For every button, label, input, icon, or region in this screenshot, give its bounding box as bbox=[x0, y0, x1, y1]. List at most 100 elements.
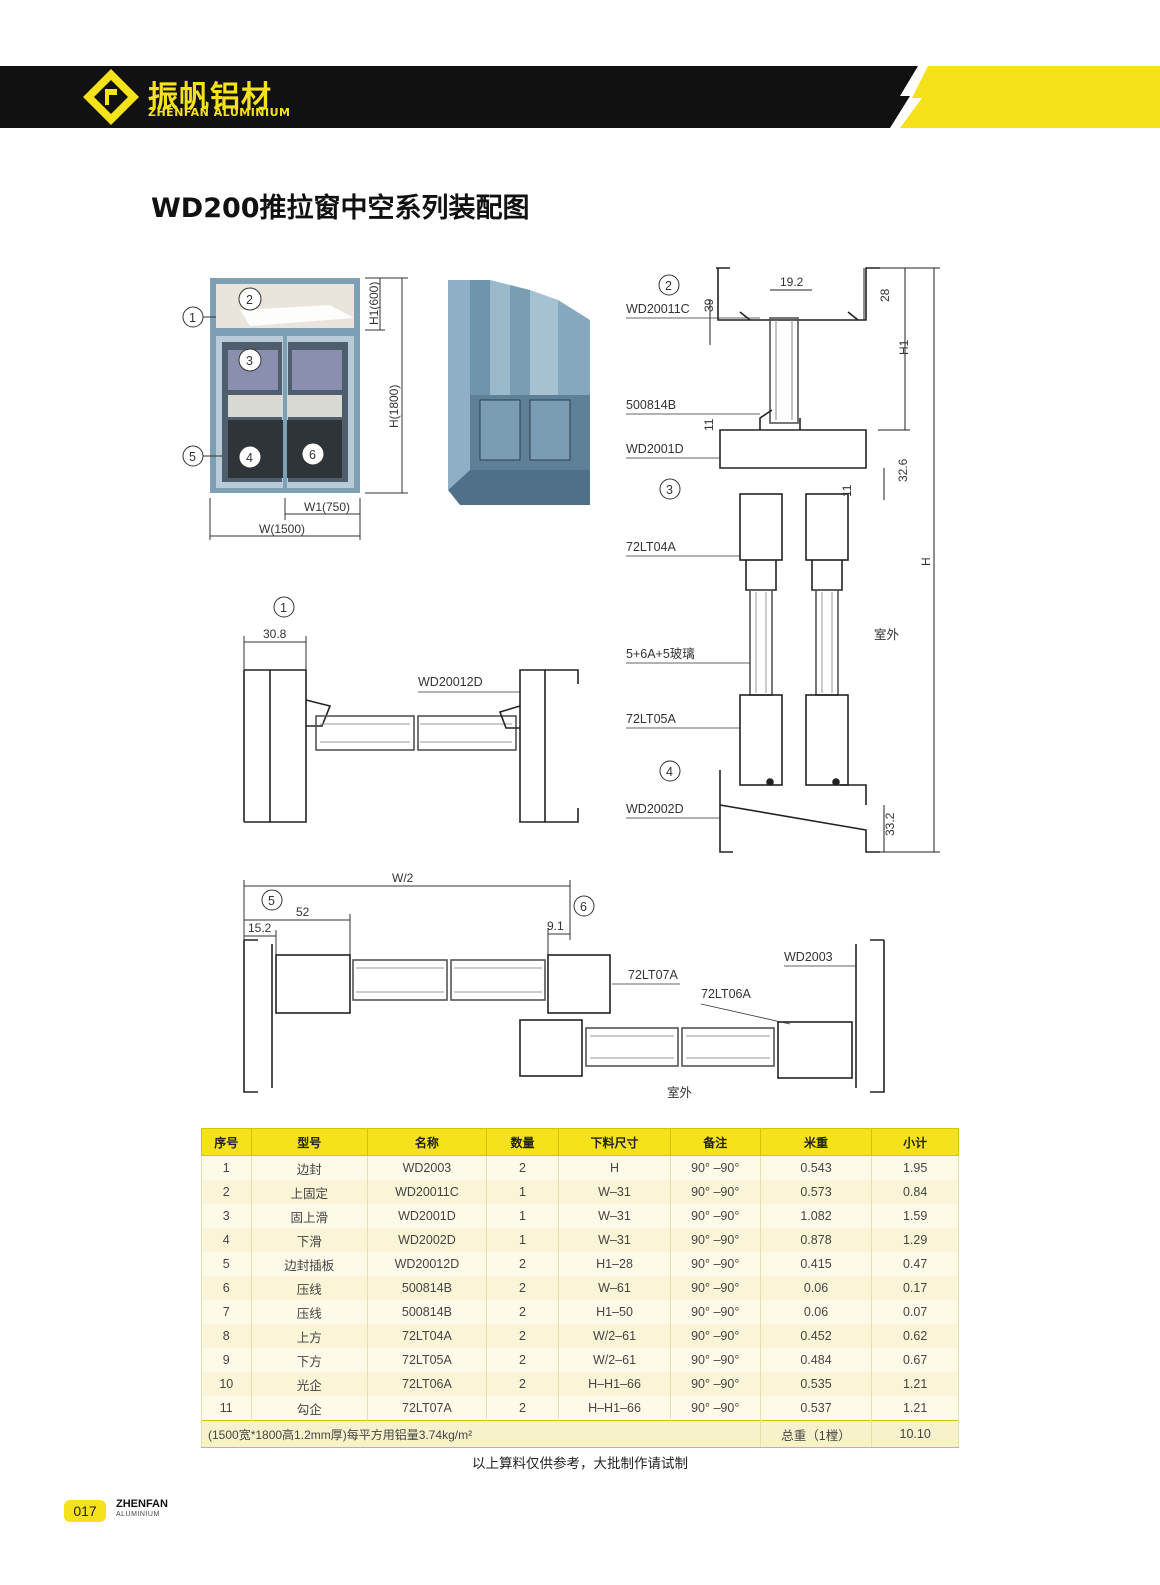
table-cell: 5 bbox=[201, 1252, 252, 1276]
table-cell: 2 bbox=[201, 1180, 252, 1204]
table-cell: 0.07 bbox=[871, 1300, 959, 1324]
total-weight-value: 10.10 bbox=[871, 1420, 959, 1448]
table-cell: 固上滑 bbox=[250, 1204, 369, 1228]
table-cell: WD20012D bbox=[367, 1252, 487, 1276]
table-cell: WD2002D bbox=[367, 1228, 487, 1252]
table-cell: 90° –90° bbox=[669, 1228, 761, 1252]
table-cell: 1 bbox=[485, 1228, 560, 1252]
table-cell: 2 bbox=[485, 1324, 560, 1348]
th-cut-size: 下料尺寸 bbox=[558, 1128, 671, 1156]
table-cell: 72LT07A bbox=[367, 1396, 487, 1421]
th-seq: 序号 bbox=[201, 1128, 252, 1156]
table-header-row: 序号 型号 名称 数量 下料尺寸 备注 米重 小计 bbox=[201, 1128, 959, 1156]
label-glass: 5+6A+5玻璃 bbox=[626, 647, 695, 661]
table-cell: H bbox=[558, 1155, 671, 1180]
table-cell: 1 bbox=[485, 1204, 560, 1228]
table-cell: 边封插板 bbox=[250, 1252, 369, 1276]
table-cell: 0.06 bbox=[759, 1300, 873, 1324]
table-cell: H1–50 bbox=[558, 1300, 671, 1324]
table-cell: 0.878 bbox=[759, 1228, 873, 1252]
assembly-drawings: 2 3 4 6 1 5 H1(600) H(1800) W1(750) W(15… bbox=[182, 267, 940, 1100]
marker-5-section: 5 bbox=[268, 894, 275, 908]
table-cell: W/2–61 bbox=[558, 1348, 671, 1372]
dim-19-2: 19.2 bbox=[780, 275, 804, 289]
label-wd20012d: WD20012D bbox=[418, 675, 483, 689]
dim-15-2: 15.2 bbox=[248, 921, 272, 935]
dim-w-1500: W(1500) bbox=[259, 522, 305, 536]
table-cell: 上固定 bbox=[250, 1180, 369, 1204]
table-footer-row: (1500宽*1800高1.2mm厚)每平方用铝量3.74kg/m² 总重（1樘… bbox=[201, 1420, 959, 1448]
table-cell: 0.543 bbox=[759, 1155, 873, 1180]
dim-w-half: W/2 bbox=[392, 871, 414, 885]
horizontal-section: W/2 5 6 52 15.2 9.1 bbox=[243, 871, 885, 1100]
vertical-section-labels: 2 3 4 WD20011C 500814B WD2001D 72LT04A 5… bbox=[626, 274, 933, 836]
profile-3d-render bbox=[448, 280, 590, 505]
total-weight-label: 总重（1樘） bbox=[759, 1420, 873, 1448]
table-cell: 勾企 bbox=[250, 1396, 369, 1421]
marker-2-section: 2 bbox=[665, 279, 672, 293]
table-cell: 1.29 bbox=[871, 1228, 959, 1252]
marker-1: 1 bbox=[189, 311, 196, 325]
label-72lt04a: 72LT04A bbox=[626, 540, 676, 554]
table-cell: 2 bbox=[485, 1396, 560, 1421]
page-number: 017 bbox=[64, 1500, 106, 1522]
table-cell: 90° –90° bbox=[669, 1155, 761, 1180]
table-cell: 3 bbox=[201, 1204, 252, 1228]
table-cell: WD2001D bbox=[367, 1204, 487, 1228]
label-500814b: 500814B bbox=[626, 398, 676, 412]
table-cell: 90° –90° bbox=[669, 1300, 761, 1324]
table-cell: H–H1–66 bbox=[558, 1372, 671, 1396]
table-cell: 0.62 bbox=[871, 1324, 959, 1348]
table-cell: 下方 bbox=[250, 1348, 369, 1372]
dim-9-1: 9.1 bbox=[547, 919, 564, 933]
table-cell: 90° –90° bbox=[669, 1276, 761, 1300]
table-cell: 72LT05A bbox=[367, 1348, 487, 1372]
dim-39: 39 bbox=[702, 298, 716, 312]
table-cell: 7 bbox=[201, 1300, 252, 1324]
table-cell: 90° –90° bbox=[669, 1372, 761, 1396]
table-cell: 90° –90° bbox=[669, 1204, 761, 1228]
label-72lt06a: 72LT06A bbox=[701, 987, 751, 1001]
table-cell: 90° –90° bbox=[669, 1180, 761, 1204]
marker-3-section: 3 bbox=[666, 483, 673, 497]
table-cell: WD2003 bbox=[367, 1155, 487, 1180]
table-cell: W–31 bbox=[558, 1204, 671, 1228]
brand-name-en: ZHENFAN ALUMINIUM bbox=[148, 106, 291, 119]
table-cell: 0.452 bbox=[759, 1324, 873, 1348]
marker-1-section: 1 bbox=[280, 601, 287, 615]
table-cell: 0.47 bbox=[871, 1252, 959, 1276]
outside-label-vertical: 室外 bbox=[874, 627, 900, 642]
table-cell: 2 bbox=[485, 1155, 560, 1180]
table-cell: 0.84 bbox=[871, 1180, 959, 1204]
marker-4: 4 bbox=[246, 451, 253, 465]
dim-h1-600: H1(600) bbox=[367, 282, 381, 325]
label-72lt05a: 72LT05A bbox=[626, 712, 676, 726]
window-elevation: 2 3 4 6 1 5 H1(600) H(1800) W1(750) W(15… bbox=[182, 277, 408, 540]
th-meter-weight: 米重 bbox=[759, 1128, 873, 1156]
table-cell: 下滑 bbox=[250, 1228, 369, 1252]
table-cell: 0.17 bbox=[871, 1276, 959, 1300]
footer-brand: ZHENFAN bbox=[116, 1498, 168, 1510]
table-cell: 0.415 bbox=[759, 1252, 873, 1276]
th-qty: 数量 bbox=[485, 1128, 560, 1156]
table-cell: 1 bbox=[485, 1180, 560, 1204]
table-cell: 0.537 bbox=[759, 1396, 873, 1421]
table-cell: W–31 bbox=[558, 1228, 671, 1252]
table-cell: 上方 bbox=[250, 1324, 369, 1348]
table-cell: 1.21 bbox=[871, 1372, 959, 1396]
marker-5: 5 bbox=[189, 450, 196, 464]
table-cell: 500814B bbox=[367, 1300, 487, 1324]
brand-name-cn: 振帆铝材 bbox=[148, 80, 272, 115]
table-cell: 90° –90° bbox=[669, 1252, 761, 1276]
table-cell: 边封 bbox=[250, 1155, 369, 1180]
dim-28: 28 bbox=[878, 288, 892, 302]
brand-logo-icon bbox=[83, 69, 139, 125]
label-wd2002d: WD2002D bbox=[626, 802, 684, 816]
table-cell: 72LT06A bbox=[367, 1372, 487, 1396]
